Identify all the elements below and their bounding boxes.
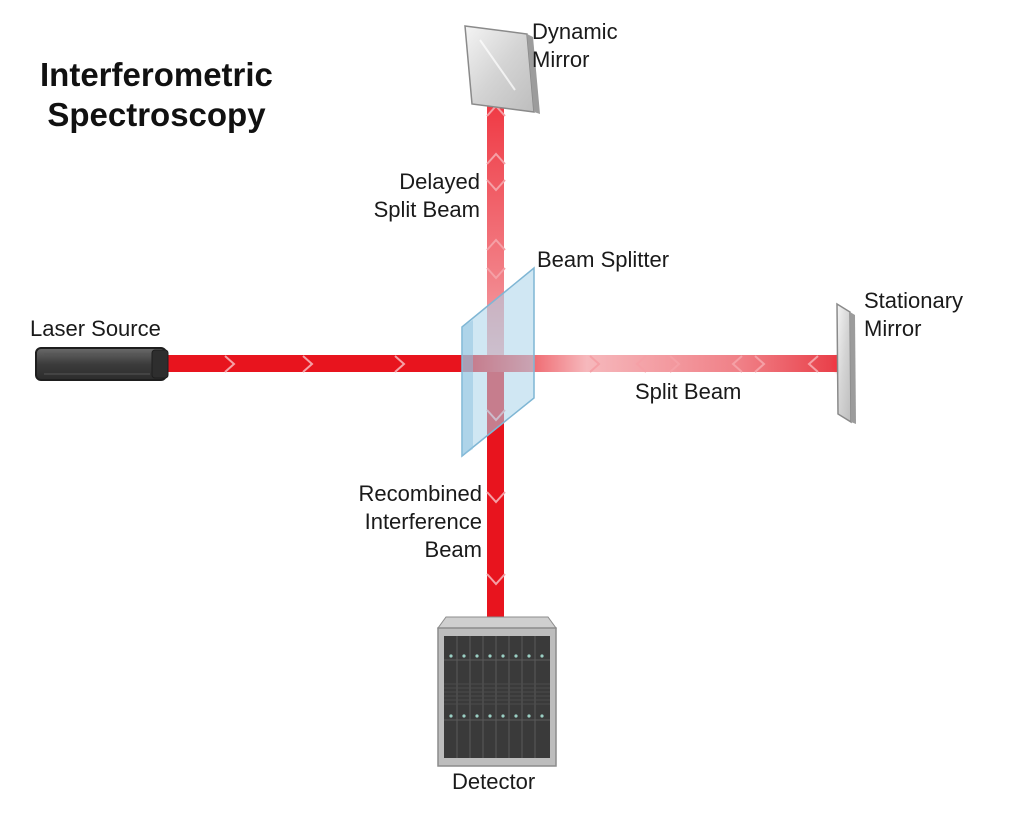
split-beam-label: Split Beam: [635, 379, 742, 404]
dynamic-mirror: [464, 25, 540, 114]
diagram-title: Interferometric Spectroscopy: [40, 55, 273, 135]
beam-splitter: [461, 266, 535, 458]
recombined-beam-label: Recombined Interference Beam: [358, 481, 482, 562]
dynamic-mirror-label: Dynamic Mirror: [532, 19, 618, 72]
laser-source-label: Laser Source: [30, 316, 161, 341]
laser-source: [35, 347, 169, 381]
beam-splitter-label: Beam Splitter: [537, 247, 670, 272]
title-line-2: Spectroscopy: [47, 96, 266, 133]
detector: [437, 616, 557, 767]
detector-panels: [444, 636, 550, 758]
stationary-mirror-label: Stationary Mirror: [864, 288, 964, 341]
delayed-split-beam-label: Delayed Split Beam: [373, 169, 480, 222]
stationary-mirror: [836, 302, 856, 424]
detector-label: Detector: [452, 769, 536, 794]
delayed-beam: [487, 78, 504, 360]
title-line-1: Interferometric: [40, 56, 273, 93]
